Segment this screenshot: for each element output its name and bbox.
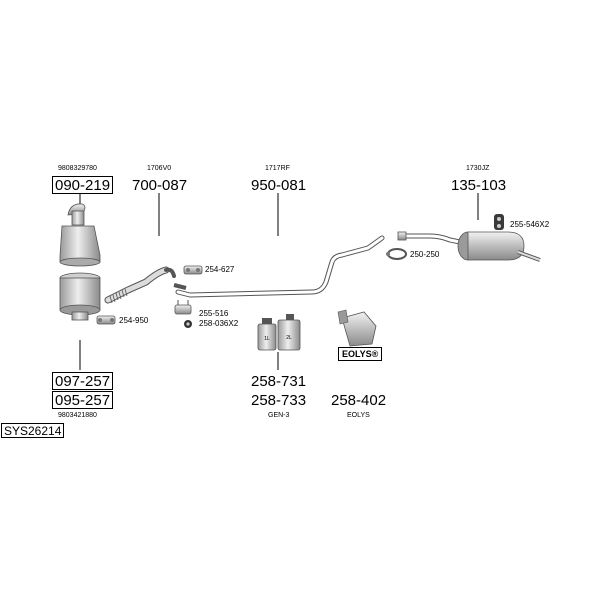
label-254-950[interactable]: 254-950 <box>119 316 149 325</box>
ref-1717RF: 1717RF <box>265 165 290 172</box>
part-number-258-731[interactable]: 258-731 <box>251 373 307 390</box>
label-250-250[interactable]: 250-250 <box>410 250 440 259</box>
label-254-627[interactable]: 254-627 <box>205 265 235 274</box>
front-pipe <box>104 266 176 304</box>
eolys-pouch <box>337 309 377 347</box>
additive-bottles: 1L 2L <box>257 314 301 351</box>
catalyst-upper-part <box>59 203 101 267</box>
ref-9803421880: 9803421880 <box>58 412 97 419</box>
caption-gen-3: GEN-3 <box>268 412 290 419</box>
hanger-255-546 <box>494 214 504 230</box>
ref-1730JZ: 1730JZ <box>466 165 490 172</box>
part-number-090-219[interactable]: 090-219 <box>52 176 114 194</box>
clamp-255-516 <box>174 300 192 315</box>
rear-silencer <box>397 231 541 262</box>
part-number-095-257[interactable]: 095-257 <box>52 391 114 409</box>
eolys-badge: EOLYS® <box>338 347 383 361</box>
part-number-700-087[interactable]: 700-087 <box>132 177 188 194</box>
part-number-950-081[interactable]: 950-081 <box>251 177 307 194</box>
label-255-546x2[interactable]: 255-546X2 <box>510 220 550 229</box>
system-code: SYS26214 <box>1 423 65 438</box>
clamp-254-950 <box>96 315 116 325</box>
leader-lines <box>79 193 479 370</box>
part-number-258-402[interactable]: 258-402 <box>331 392 387 409</box>
part-number-097-257[interactable]: 097-257 <box>52 372 114 390</box>
label-255-516[interactable]: 255-516 <box>199 309 229 318</box>
label-258-036x2[interactable]: 258-036X2 <box>199 319 239 328</box>
ref-1706V0: 1706V0 <box>147 165 172 172</box>
clamp-250-250 <box>386 248 407 260</box>
middle-pipe <box>173 235 385 298</box>
part-number-258-733[interactable]: 258-733 <box>251 392 307 409</box>
gasket-254-627 <box>183 265 203 275</box>
bottle-right-mark: 2L <box>286 335 292 341</box>
particulate-filter <box>59 272 101 321</box>
part-number-135-103[interactable]: 135-103 <box>451 177 507 194</box>
ref-9808329780: 9808329780 <box>58 165 97 172</box>
rubber-mount-258-036 <box>184 320 192 328</box>
caption-eolys: EOLYS <box>347 412 370 419</box>
bottle-left-mark: 1L <box>264 336 270 342</box>
